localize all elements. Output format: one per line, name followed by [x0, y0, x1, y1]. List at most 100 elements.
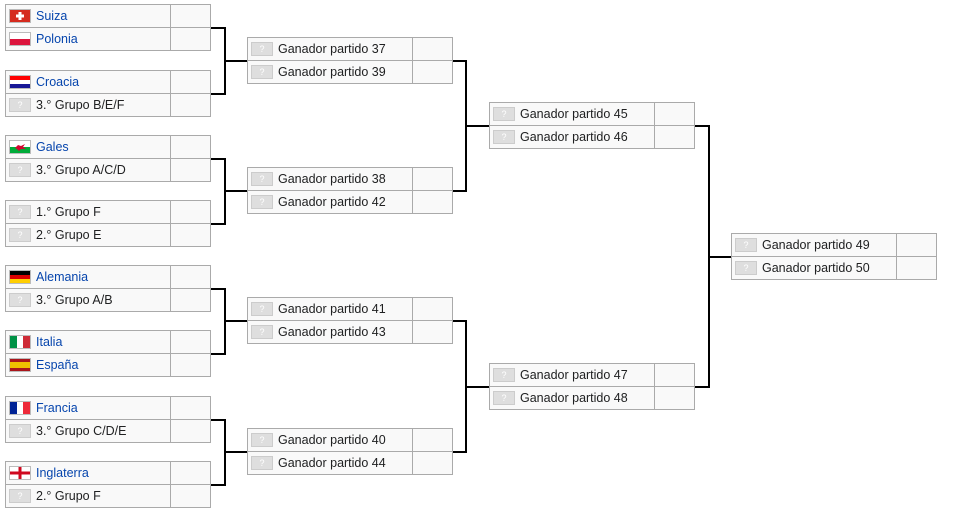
score-cell: [413, 297, 453, 321]
score-cell: [171, 396, 211, 420]
team-name: 3.° Grupo B/E/F: [36, 97, 125, 112]
score-cell: [897, 233, 937, 257]
bracket-connector: [211, 288, 226, 290]
team-slot: ?Ganador partido 45: [489, 102, 655, 126]
score-cell: [655, 363, 695, 387]
unknown-flag-icon: ?: [493, 130, 515, 144]
bracket-connector: [465, 386, 489, 388]
team-name: Ganador partido 46: [520, 129, 628, 144]
bracket-connector: [211, 93, 226, 95]
score-cell: [171, 288, 211, 312]
team-slot: Polonia: [5, 27, 171, 51]
germany-flag-icon: [9, 270, 31, 284]
score-cell: [171, 330, 211, 354]
team-slot: ?Ganador partido 47: [489, 363, 655, 387]
bracket-connector: [224, 190, 247, 192]
team-name: Ganador partido 38: [278, 171, 386, 186]
team-name: Ganador partido 40: [278, 432, 386, 447]
unknown-flag-icon: ?: [9, 489, 31, 503]
team-link[interactable]: Francia: [36, 400, 78, 415]
score-cell: [171, 70, 211, 94]
italy-flag-icon: [9, 335, 31, 349]
bracket-connector: [453, 451, 467, 453]
team-link[interactable]: Italia: [36, 334, 63, 349]
score-cell: [897, 256, 937, 280]
bracket-connector: [224, 451, 247, 453]
team-link[interactable]: Polonia: [36, 31, 78, 46]
team-link[interactable]: España: [36, 357, 79, 372]
score-cell: [171, 419, 211, 443]
team-link[interactable]: Croacia: [36, 74, 80, 89]
bracket-connector: [453, 60, 467, 62]
switzerland-flag-icon: [9, 9, 31, 23]
score-cell: [171, 461, 211, 485]
team-name: Ganador partido 41: [278, 301, 386, 316]
score-cell: [655, 125, 695, 149]
team-link[interactable]: Inglaterra: [36, 465, 89, 480]
unknown-flag-icon: ?: [251, 65, 273, 79]
team-name: Ganador partido 43: [278, 324, 386, 339]
team-slot: ? Ganador partido 48: [489, 386, 655, 410]
team-name: 3.° Grupo A/B: [36, 292, 113, 307]
team-slot: ?Ganador partido 40: [247, 428, 413, 452]
unknown-flag-icon: ?: [251, 172, 273, 186]
unknown-flag-icon: ?: [251, 42, 273, 56]
team-slot: Suiza: [5, 4, 171, 28]
score-cell: [171, 27, 211, 51]
unknown-flag-icon: ?: [251, 302, 273, 316]
score-cell: [171, 353, 211, 377]
team-slot: España: [5, 353, 171, 377]
unknown-flag-icon: ?: [735, 261, 757, 275]
team-slot: ? 1.° Grupo F: [5, 200, 171, 224]
unknown-flag-icon: ?: [251, 195, 273, 209]
spain-flag-icon: [9, 358, 31, 372]
bracket-connector: [465, 125, 489, 127]
unknown-flag-icon: ?: [9, 228, 31, 242]
team-slot: ? 3.° Grupo C/D/E: [5, 419, 171, 443]
team-name: 3.° Grupo A/C/D: [36, 162, 126, 177]
bracket-connector: [708, 256, 731, 258]
score-cell: [413, 451, 453, 475]
bracket-connector: [211, 419, 226, 421]
team-link[interactable]: Gales: [36, 139, 69, 154]
score-cell: [655, 386, 695, 410]
unknown-flag-icon: ?: [493, 107, 515, 121]
score-cell: [413, 37, 453, 61]
team-slot: ?Ganador partido 39: [247, 60, 413, 84]
team-slot: ? 2.° Grupo E: [5, 223, 171, 247]
score-cell: [171, 4, 211, 28]
bracket-connector: [695, 125, 710, 127]
wales-flag-icon: [9, 140, 31, 154]
team-slot: ? Ganador partido 38: [247, 167, 413, 191]
team-slot: Francia: [5, 396, 171, 420]
unknown-flag-icon: ?: [251, 456, 273, 470]
unknown-flag-icon: ?: [493, 391, 515, 405]
team-name: Ganador partido 48: [520, 390, 628, 405]
score-cell: [413, 320, 453, 344]
bracket-connector: [453, 190, 467, 192]
score-cell: [171, 93, 211, 117]
unknown-flag-icon: ?: [735, 238, 757, 252]
croatia-flag-icon: [9, 75, 31, 89]
bracket-connector: [453, 320, 467, 322]
team-slot: ? 3.° Grupo A/B: [5, 288, 171, 312]
team-name: Ganador partido 44: [278, 455, 386, 470]
poland-flag-icon: [9, 32, 31, 46]
team-slot: ? Ganador partido 50: [731, 256, 897, 280]
bracket-connector: [211, 27, 226, 29]
team-slot: ? 2.° Grupo F: [5, 484, 171, 508]
team-name: 2.° Grupo F: [36, 488, 101, 503]
score-cell: [413, 60, 453, 84]
unknown-flag-icon: ?: [9, 424, 31, 438]
team-slot: Croacia: [5, 70, 171, 94]
team-link[interactable]: Suiza: [36, 8, 68, 23]
team-link[interactable]: Alemania: [36, 269, 89, 284]
unknown-flag-icon: ?: [9, 205, 31, 219]
bracket-connector: [211, 223, 226, 225]
team-name: Ganador partido 50: [762, 260, 870, 275]
unknown-flag-icon: ?: [493, 368, 515, 382]
team-slot: ?Ganador partido 37: [247, 37, 413, 61]
bracket-connector: [211, 353, 226, 355]
team-slot: ? Ganador partido 49: [731, 233, 897, 257]
team-name: Ganador partido 49: [762, 237, 870, 252]
